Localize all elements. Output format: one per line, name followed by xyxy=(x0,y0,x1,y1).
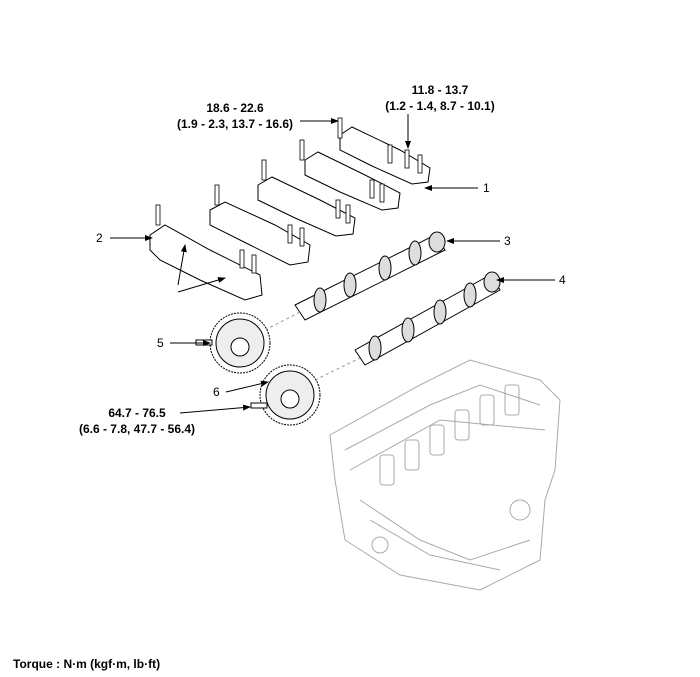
sprocket-exhaust xyxy=(259,364,321,426)
callout-3: 3 xyxy=(504,234,511,248)
bearing-caps xyxy=(149,126,431,301)
bolts xyxy=(155,117,423,274)
camshaft-exhaust xyxy=(354,271,501,366)
callout-6: 6 xyxy=(213,385,220,399)
callout-4: 4 xyxy=(559,273,566,287)
torque-value: 18.6 - 22.6 xyxy=(206,101,264,115)
callout-5: 5 xyxy=(157,336,164,350)
torque-value: 64.7 - 76.5 xyxy=(108,406,166,420)
torque-units-legend: Torque : N·m (kgf·m, lb·ft) xyxy=(13,657,161,671)
cylinder-head xyxy=(329,359,561,591)
torque-value: 11.8 - 13.7 xyxy=(411,83,469,97)
torque-spec-cap-bolt-large: 18.6 - 22.6 (1.9 - 2.3, 13.7 - 16.6) xyxy=(160,100,310,132)
leader-lines xyxy=(110,114,555,414)
sprocket-intake xyxy=(209,312,271,374)
torque-units: (1.9 - 2.3, 13.7 - 16.6) xyxy=(176,117,294,131)
torque-spec-sprocket-bolt: 64.7 - 76.5 (6.6 - 7.8, 47.7 - 56.4) xyxy=(62,405,212,437)
torque-units: (1.2 - 1.4, 8.7 - 10.1) xyxy=(385,99,495,113)
callout-2: 2 xyxy=(96,231,103,245)
callout-1: 1 xyxy=(483,181,490,195)
torque-spec-cap-bolt-small: 11.8 - 13.7 (1.2 - 1.4, 8.7 - 10.1) xyxy=(365,82,515,114)
camshaft-intake xyxy=(294,231,446,321)
torque-units: (6.6 - 7.8, 47.7 - 56.4) xyxy=(78,422,196,436)
